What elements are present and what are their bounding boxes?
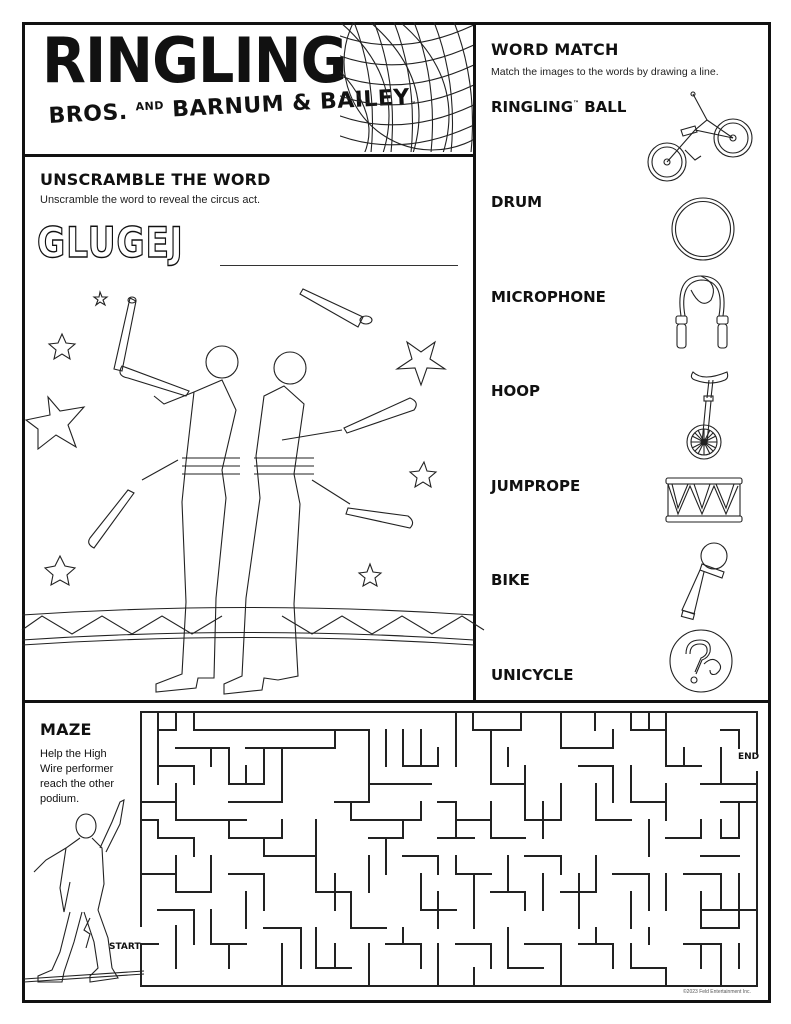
high-wire-performer-illustration	[23, 799, 145, 983]
maze-divider	[22, 700, 768, 703]
word-label: RINGLING	[491, 98, 574, 116]
bike-icon[interactable]	[645, 90, 755, 186]
word-match-instructions: Match the images to the words by drawing…	[491, 66, 719, 78]
maze-end-label: END	[738, 752, 760, 762]
copyright-notice: ©2023 Feld Entertainment Inc.	[683, 989, 751, 995]
word-match-title: WORD MATCH	[491, 40, 619, 59]
microphone-icon[interactable]	[676, 540, 736, 624]
maze-instructions: Help the High Wire performer reach the o…	[40, 748, 114, 805]
header-divider	[22, 154, 475, 157]
word-drum[interactable]: DRUM	[491, 193, 543, 211]
maze-grid[interactable]	[140, 711, 758, 988]
unscramble-title: UNSCRAMBLE THE WORD	[40, 170, 271, 189]
unscramble-instructions: Unscramble the word to reveal the circus…	[40, 194, 261, 206]
trademark: ™	[573, 100, 580, 107]
word-unicycle[interactable]: UNICYCLE	[491, 666, 574, 684]
vertical-divider	[473, 22, 476, 703]
page-frame	[22, 22, 771, 1003]
drum-icon[interactable]	[664, 476, 744, 526]
jumprope-icon[interactable]	[671, 270, 733, 350]
word-bike[interactable]: BIKE	[491, 571, 530, 589]
word-suffix: BALL	[579, 98, 627, 116]
unicycle-icon[interactable]	[675, 366, 735, 460]
maze-title: MAZE	[40, 720, 92, 739]
scrambled-word: GLUGEJ	[36, 218, 184, 267]
logo-sub-and: AND	[135, 98, 165, 114]
word-hoop[interactable]: HOOP	[491, 382, 541, 400]
hoop-icon[interactable]	[670, 196, 736, 262]
jugglers-illustration	[21, 288, 485, 695]
ringling-logo-wordmark: RINGLING	[42, 24, 347, 97]
logo-sub-bros: BROS.	[48, 99, 129, 129]
answer-line[interactable]	[220, 265, 458, 266]
word-microphone[interactable]: MICROPHONE	[491, 288, 606, 306]
ringling-ball-graphic	[340, 22, 473, 154]
maze-start-label: START	[109, 942, 141, 952]
star-icon	[24, 290, 447, 588]
word-ringling-ball[interactable]: RINGLING™ BALL	[491, 98, 626, 116]
word-jumprope[interactable]: JUMPROPE	[491, 477, 581, 495]
ringling-ball-icon[interactable]	[668, 628, 734, 694]
